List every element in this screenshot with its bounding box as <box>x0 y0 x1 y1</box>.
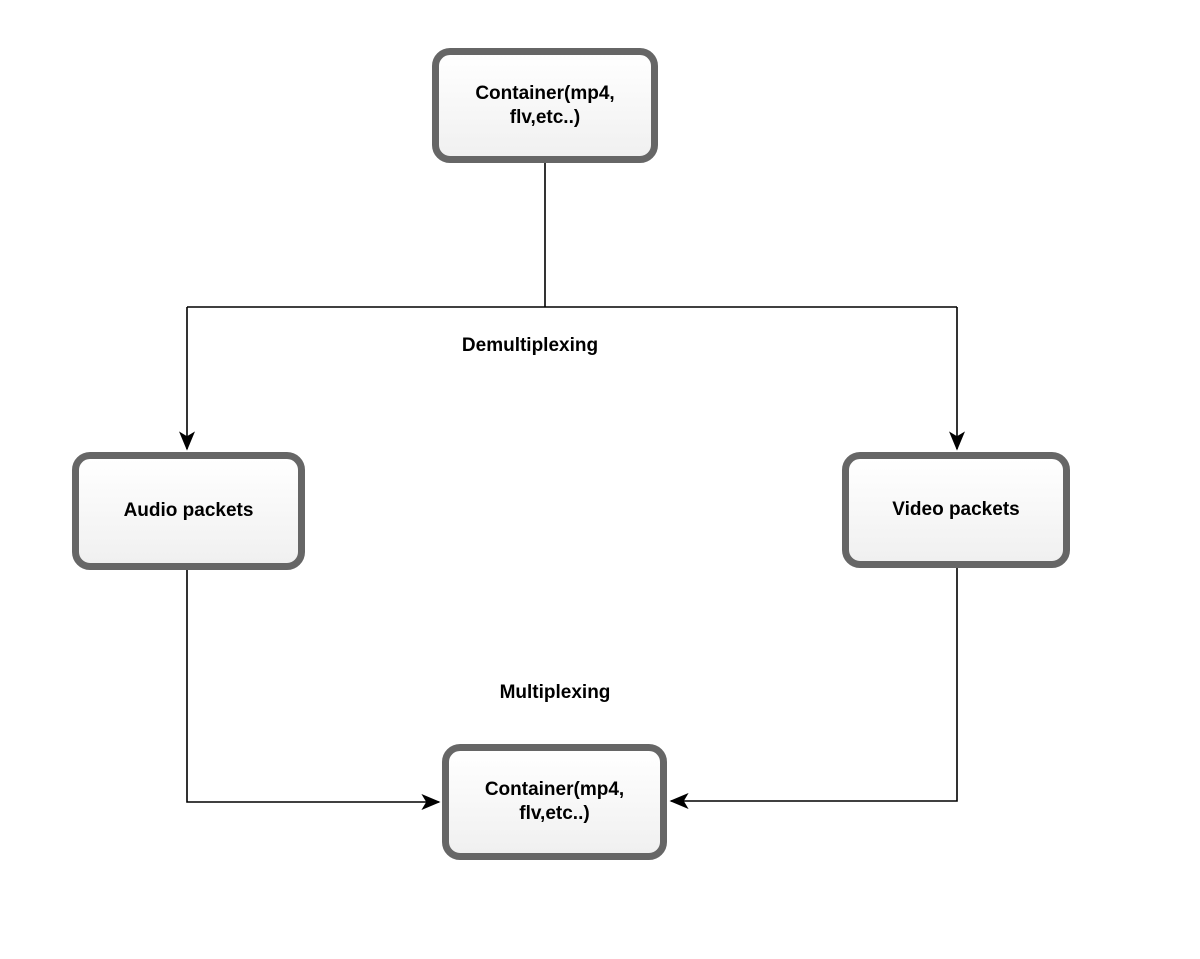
node-audio-packets: Audio packets <box>72 452 305 570</box>
node-container-bottom-label: Container(mp4, flv,etc..) <box>484 779 625 824</box>
edge-label-multiplexing: Multiplexing <box>499 682 611 703</box>
edge-audio-to-container <box>186 570 441 810</box>
node-container-bottom: Container(mp4, flv,etc..) <box>442 744 667 860</box>
node-video-packets: Video packets <box>842 452 1070 568</box>
node-container-top: Container(mp4, flv,etc..) <box>432 48 658 163</box>
node-video-packets-label: Video packets <box>892 499 1020 521</box>
edge-video-to-container <box>669 568 958 809</box>
node-container-top-label: Container(mp4, flv,etc..) <box>475 82 615 128</box>
node-audio-packets-label: Audio packets <box>123 500 254 522</box>
edge-label-demultiplexing: Demultiplexing <box>461 335 599 356</box>
